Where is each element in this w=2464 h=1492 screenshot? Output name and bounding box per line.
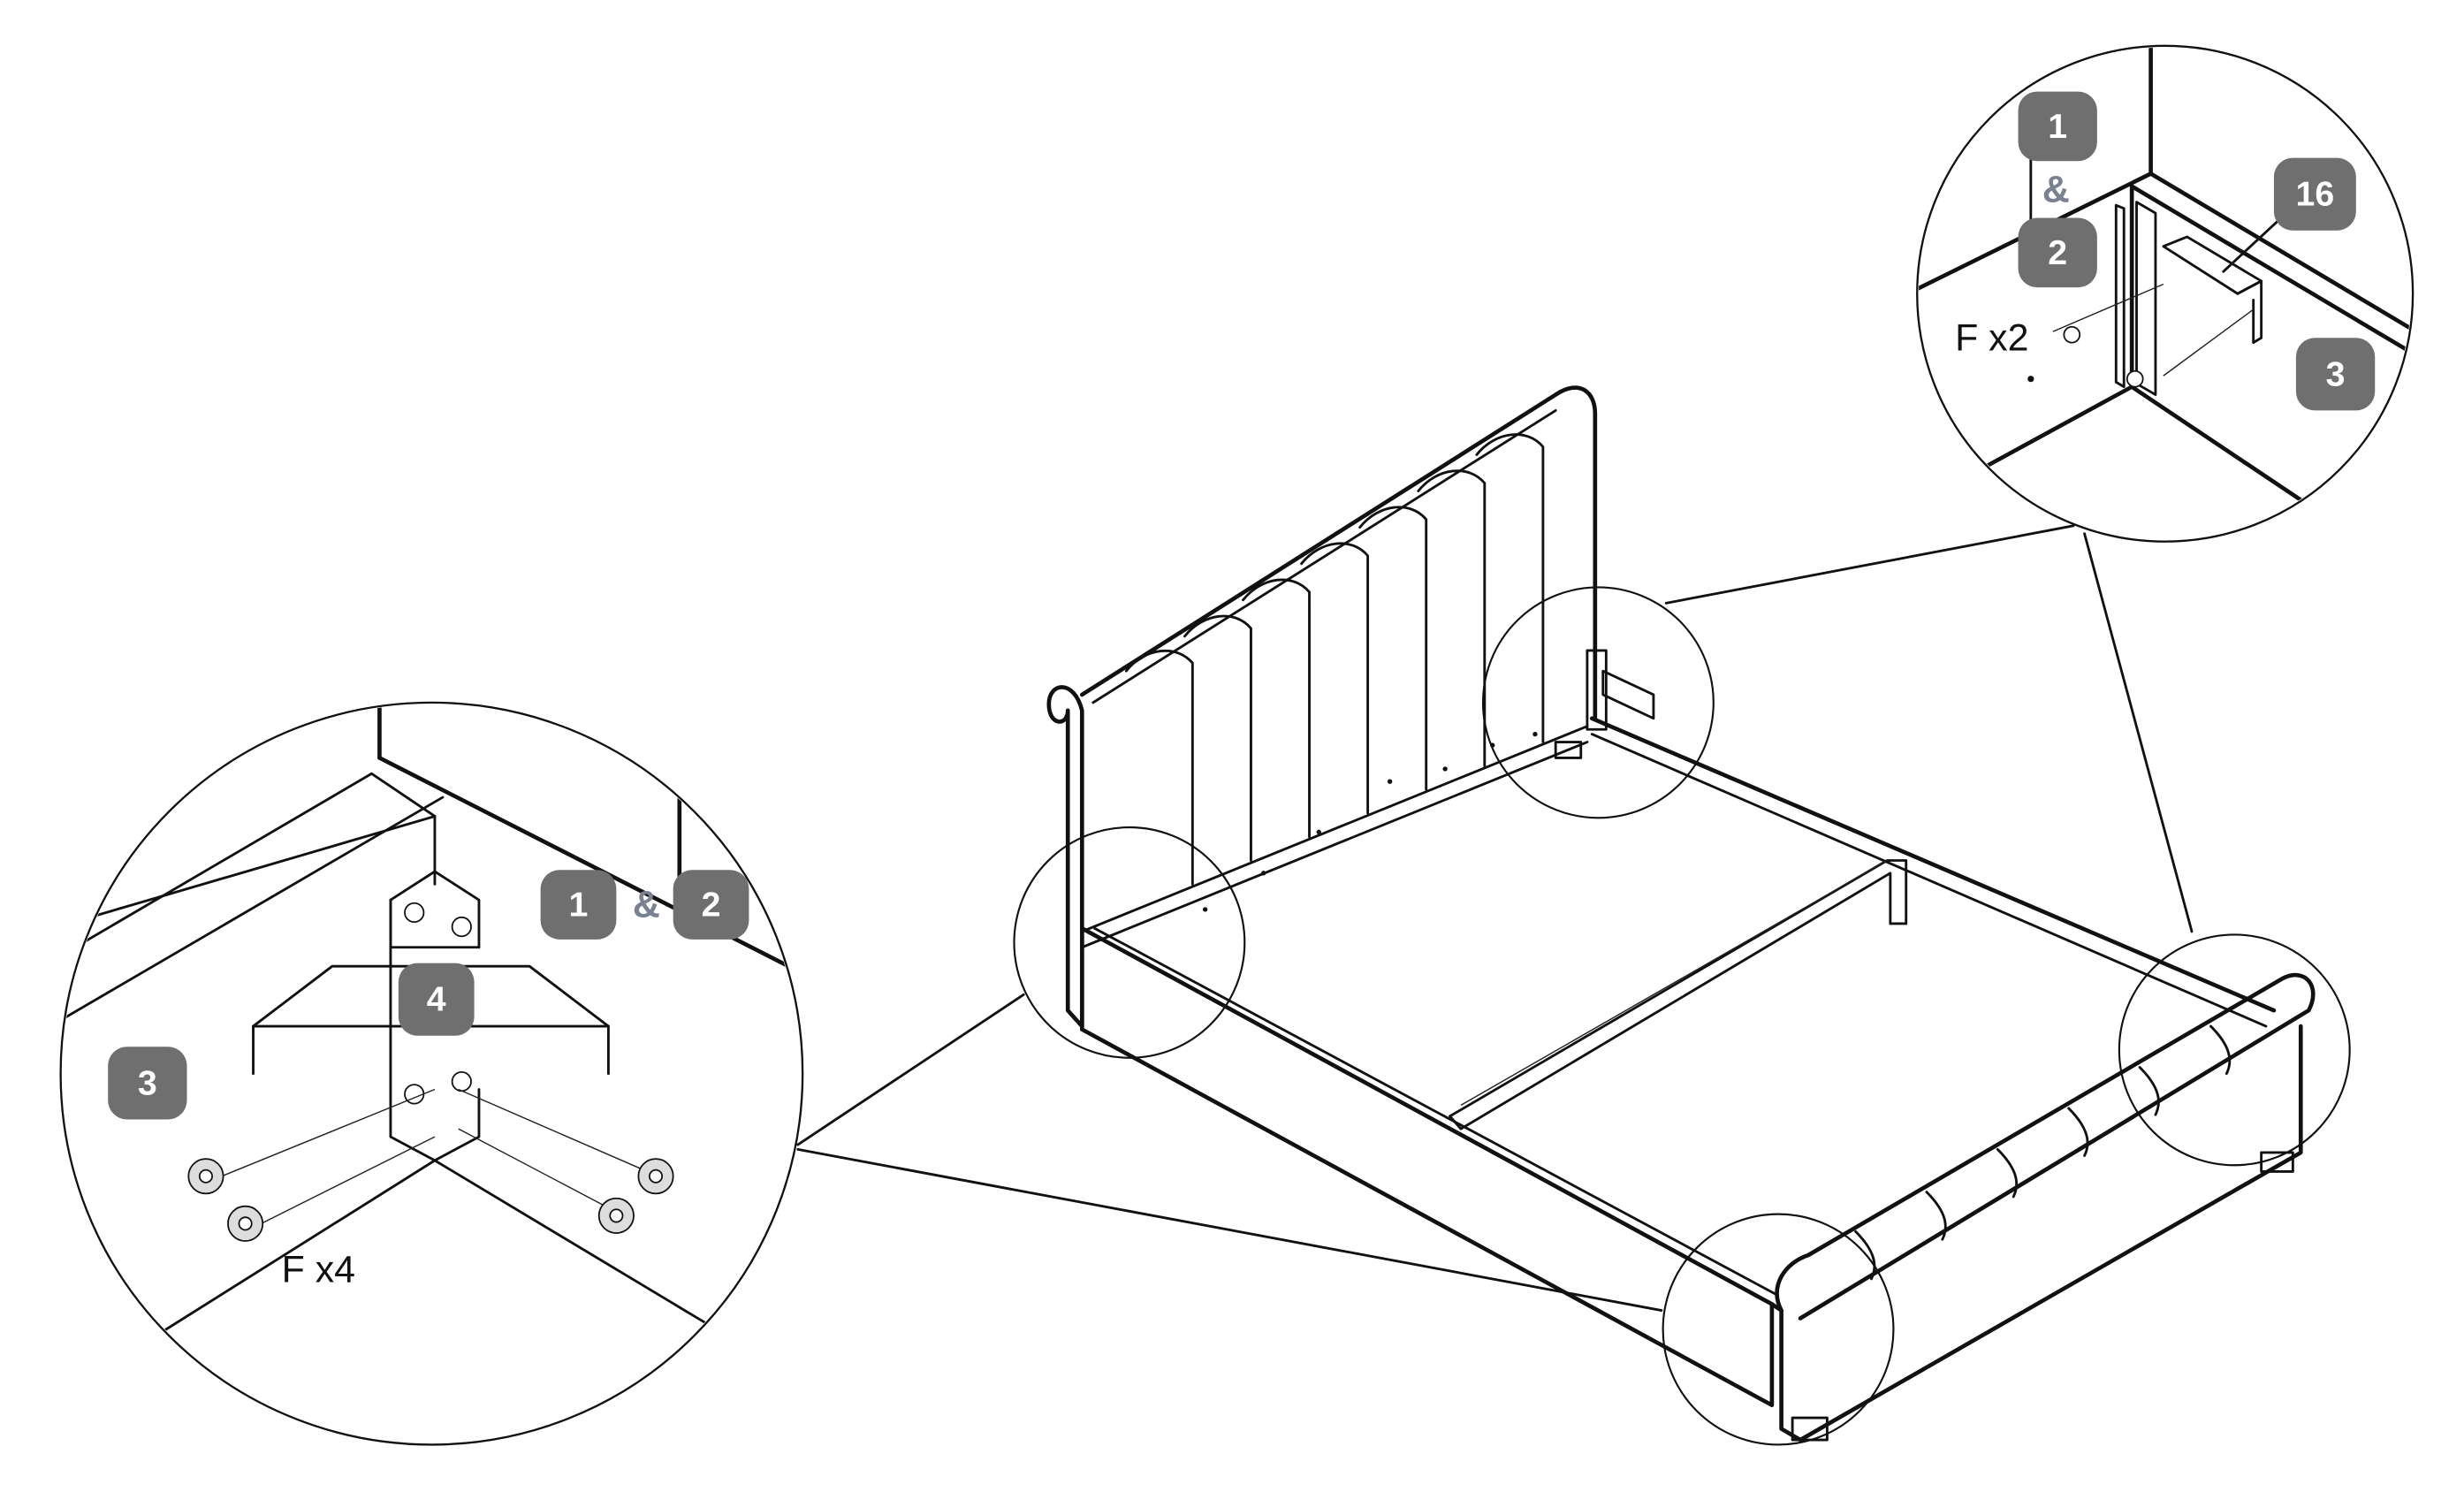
bed-frame bbox=[1046, 385, 2316, 1443]
badge-part-3: 3 bbox=[108, 1047, 187, 1120]
bolt-icon bbox=[637, 1158, 674, 1195]
fastener-qty-label: F x4 bbox=[282, 1248, 355, 1290]
bolt-icon bbox=[597, 1197, 635, 1234]
reference-circles bbox=[1013, 586, 2351, 1446]
svg-text:4: 4 bbox=[427, 980, 446, 1019]
fastener-qty-label: F x2 bbox=[1955, 317, 2028, 360]
detail-left: 1 & 2 4 3 F x4 bbox=[59, 701, 804, 1446]
svg-text:3: 3 bbox=[2326, 354, 2346, 393]
svg-text:2: 2 bbox=[702, 886, 721, 925]
svg-text:16: 16 bbox=[2296, 175, 2335, 214]
holes bbox=[1202, 731, 1538, 912]
badge-part-16: 16 bbox=[2273, 157, 2356, 231]
detail-top-right: 1 & 2 16 3 F x2 bbox=[1916, 44, 2415, 543]
svg-text:2: 2 bbox=[2048, 233, 2067, 272]
headboard-channels bbox=[1124, 433, 1545, 886]
badge-part-2: 2 bbox=[673, 870, 749, 940]
badge-part-2: 2 bbox=[2018, 217, 2097, 288]
svg-text:1: 1 bbox=[2048, 107, 2067, 146]
badge-part-4: 4 bbox=[398, 963, 475, 1036]
ampersand-label: & bbox=[2042, 168, 2070, 210]
bolt-icon bbox=[187, 1158, 224, 1195]
leader-lines bbox=[796, 524, 2194, 1313]
svg-text:3: 3 bbox=[138, 1063, 157, 1102]
badge-part-3: 3 bbox=[2295, 338, 2376, 411]
svg-text:1: 1 bbox=[569, 886, 589, 925]
badge-part-1: 1 bbox=[540, 870, 617, 940]
footboard-tufts bbox=[1854, 1024, 2232, 1281]
badge-part-1: 1 bbox=[2018, 91, 2097, 162]
bolt-icon bbox=[227, 1205, 264, 1242]
ampersand-label: & bbox=[633, 884, 660, 926]
